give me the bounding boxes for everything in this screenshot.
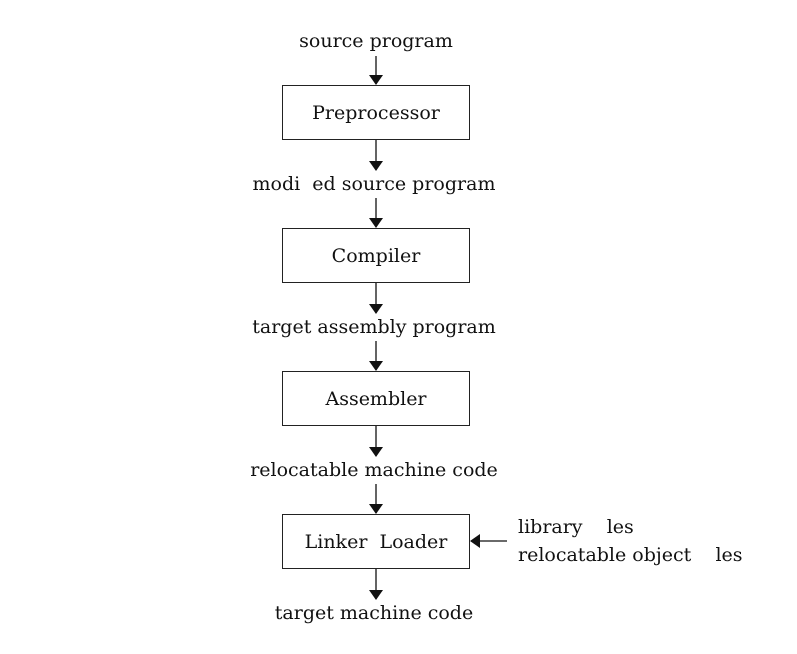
relocatable-object-files-label: relocatable object les xyxy=(518,544,743,566)
modified-source-program-label: modi ed source program xyxy=(252,173,496,195)
target-assembly-program-label: target assembly program xyxy=(252,316,496,338)
compiler-box: Compiler xyxy=(282,228,470,283)
source-program-label: source program xyxy=(299,30,453,52)
assembler-box: Assembler xyxy=(282,371,470,426)
target-machine-code-label: target machine code xyxy=(274,602,474,624)
preprocessor-box: Preprocessor xyxy=(282,85,470,140)
linker-loader-box: Linker Loader xyxy=(282,514,470,569)
library-files-label: library les xyxy=(518,516,634,538)
relocatable-machine-code-label: relocatable machine code xyxy=(250,459,498,481)
